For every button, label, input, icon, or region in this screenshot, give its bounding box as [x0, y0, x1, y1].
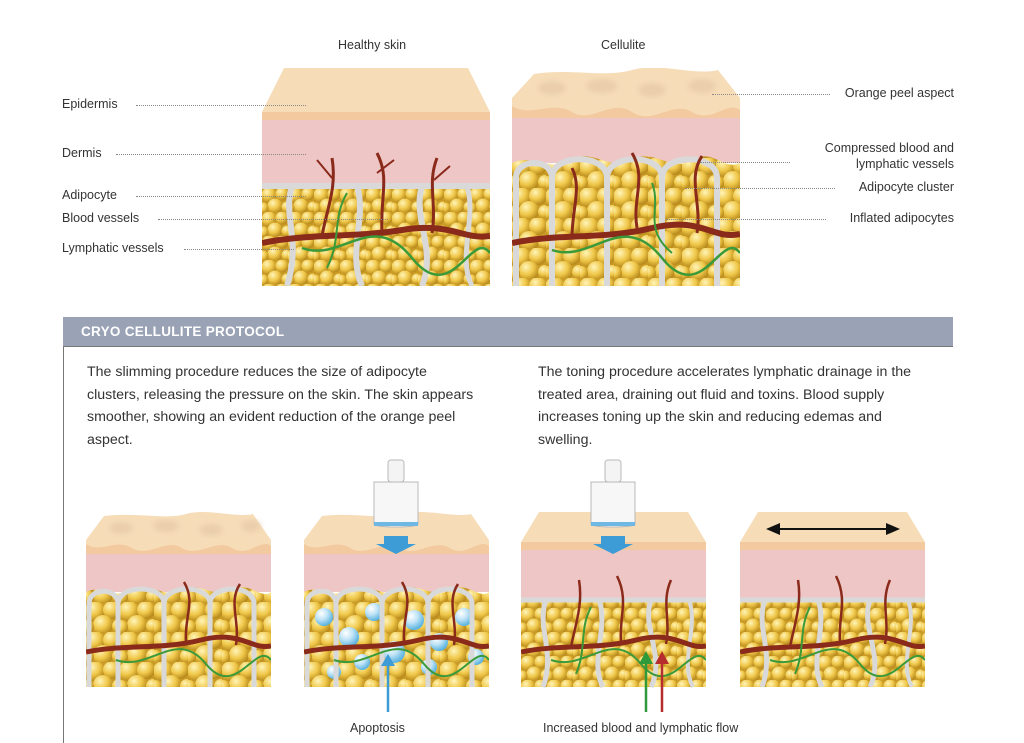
flow-arrows-icon [639, 651, 669, 712]
label-lymphatic-vessels: Lymphatic vessels [62, 241, 164, 255]
increased-flow-label: Increased blood and lymphatic flow [543, 721, 739, 735]
label-orange-peel: Orange peel aspect [844, 86, 954, 100]
leader-epidermis [136, 105, 306, 106]
apoptosis-arrow-icon [381, 654, 395, 712]
leader-adipocyte [136, 196, 306, 197]
leader-adipocyte-cluster [685, 188, 835, 189]
toned-skin-diagram [740, 512, 925, 687]
cellulite-title: Cellulite [601, 38, 646, 52]
label-compressed-2: lymphatic vessels [856, 157, 954, 171]
protocol-frame-top [63, 346, 953, 347]
cellulite-diagram [512, 68, 740, 286]
protocol-frame-left [63, 346, 64, 743]
leader-inflated-adipocytes [666, 219, 826, 220]
toning-diagram [521, 459, 706, 688]
leader-compressed [700, 162, 790, 163]
healthy-skin-diagram [262, 68, 490, 286]
label-compressed-1: Compressed blood and [824, 141, 954, 155]
apoptosis-label: Apoptosis [350, 721, 405, 735]
slimming-diagram [304, 459, 489, 687]
label-blood-vessels: Blood vessels [62, 211, 140, 225]
leader-orange-peel [712, 94, 830, 95]
leader-dermis [116, 154, 306, 155]
protocol-title: CRYO CELLULITE PROTOCOL [81, 324, 285, 339]
protocol-header-bar: CRYO CELLULITE PROTOCOL [63, 317, 953, 346]
leader-lymphatic-vessels [184, 249, 294, 250]
label-adipocyte-cluster: Adipocyte cluster [858, 180, 954, 194]
slimming-description: The slimming procedure reduces the size … [87, 364, 474, 448]
healthy-skin-title: Healthy skin [338, 38, 407, 52]
label-adipocyte: Adipocyte [62, 188, 117, 202]
label-epidermis: Epidermis [62, 97, 118, 111]
leader-blood-vessels [158, 219, 388, 220]
cellulite-before-diagram [86, 512, 271, 687]
label-inflated-adipocytes: Inflated adipocytes [849, 211, 954, 225]
toning-description: The toning procedure accelerates lymphat… [538, 364, 912, 448]
label-dermis: Dermis [62, 146, 102, 160]
